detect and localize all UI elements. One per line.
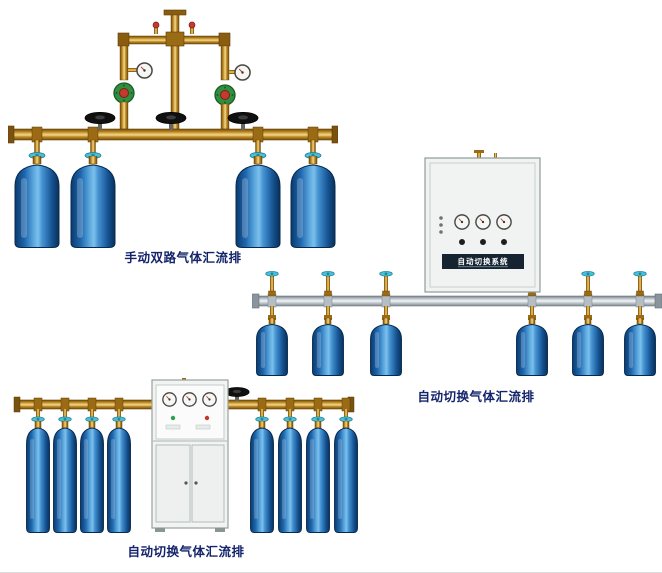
manual-dual-manifold-figure xyxy=(8,6,338,249)
cylinder-bank xyxy=(14,139,336,248)
regulator-icon xyxy=(214,84,236,106)
auto-switch-floor-caption: 自动切换气体汇流排 xyxy=(127,545,245,559)
cylinder-valve-handle-icon xyxy=(633,271,647,277)
cylinder-valve-handle-icon xyxy=(255,416,269,423)
cylinder-station xyxy=(107,409,131,533)
pressure-gauge-icon xyxy=(475,214,491,230)
cylinder-station xyxy=(334,409,358,533)
gas-cylinder xyxy=(26,421,50,533)
cylinder-station xyxy=(250,409,274,533)
cylinder-valve-handle-icon xyxy=(265,271,279,277)
cylinder-station xyxy=(80,409,104,533)
handwheel-icon xyxy=(84,111,116,125)
indicator-light-icon xyxy=(170,415,176,421)
cylinder-station xyxy=(306,409,330,533)
cabinet-door xyxy=(155,444,191,523)
cabinet-nameplate xyxy=(442,254,524,269)
cylinder-station xyxy=(278,409,302,533)
cylinder-station xyxy=(370,271,402,376)
gas-cylinder xyxy=(370,318,402,376)
gas-cylinder xyxy=(107,421,131,533)
cylinder-valve-handle-icon xyxy=(339,416,353,423)
control-knob-icon xyxy=(480,239,486,245)
cylinder-valve-handle-icon xyxy=(283,416,297,423)
pressure-gauge-icon xyxy=(136,62,153,79)
control-cabinet xyxy=(151,378,229,532)
cylinder-valve-handle-icon xyxy=(31,416,45,423)
gas-cylinder xyxy=(70,156,116,248)
cylinder-valve-handle-icon xyxy=(581,271,595,277)
door-knob-icon xyxy=(194,481,198,485)
gas-cylinder xyxy=(278,421,302,533)
gas-cylinder xyxy=(312,318,344,376)
control-knob-icon xyxy=(501,239,507,245)
cylinder-station xyxy=(624,271,656,376)
pressure-gauge-icon xyxy=(162,392,177,407)
cylinder-valve-handle-icon xyxy=(58,416,72,423)
gas-cylinder xyxy=(14,156,60,248)
cylinder-station xyxy=(26,409,50,533)
gas-cylinder xyxy=(80,421,104,533)
gas-cylinder xyxy=(572,318,604,376)
cylinder-station xyxy=(256,271,288,376)
cylinder-valve-handle-icon xyxy=(85,416,99,423)
cylinder-valve-handle-icon xyxy=(379,271,393,277)
control-knob-icon xyxy=(459,239,465,245)
gas-cylinder xyxy=(53,421,77,533)
pressure-gauge-icon xyxy=(202,392,217,407)
control-cabinet: 自动切换系统 xyxy=(424,150,541,293)
shutoff-knob-icon xyxy=(188,21,196,29)
header-pipe-assembly xyxy=(113,9,251,130)
cylinder-station xyxy=(53,409,77,533)
cabinet-nameplate-text: 自动切换系统 xyxy=(458,256,509,266)
manual-dual-manifold-caption: 手动双路气体汇流排 xyxy=(124,251,242,265)
cylinder-valve-handle-icon xyxy=(321,271,335,277)
cylinder-station xyxy=(312,271,344,376)
gas-cylinder xyxy=(256,318,288,376)
cylinder-station xyxy=(572,271,604,376)
gas-cylinder xyxy=(306,421,330,533)
cylinder-valve-handle-icon xyxy=(311,416,325,423)
cylinder-bank xyxy=(26,409,358,533)
handwheel-icon xyxy=(155,111,187,125)
silver-manifold-pipe xyxy=(252,293,662,309)
handwheel-icon xyxy=(227,111,259,125)
door-knob-icon xyxy=(184,481,188,485)
gas-cylinder xyxy=(334,421,358,533)
pressure-gauge-icon xyxy=(234,64,251,81)
pressure-gauge-icon xyxy=(454,214,470,230)
auto-switch-floor-figure xyxy=(10,378,358,536)
shutoff-knob-icon xyxy=(152,21,160,29)
gas-cylinder xyxy=(624,318,656,376)
manual-dual-manifold-illustration xyxy=(8,9,338,248)
auto-switch-wall-figure: 自动切换系统 xyxy=(252,150,662,382)
auto-switch-floor-illustration xyxy=(13,378,358,533)
auto-switch-wall-illustration: 自动切换系统 xyxy=(252,150,662,376)
gas-cylinder xyxy=(250,421,274,533)
auto-switch-wall-caption: 自动切换气体汇流排 xyxy=(417,390,535,404)
indicator-light-icon xyxy=(204,415,210,421)
pressure-gauge-icon xyxy=(496,214,512,230)
cylinder-valve-handle-icon xyxy=(112,416,126,423)
handwheel-valves xyxy=(84,111,259,130)
pressure-gauge-icon xyxy=(182,392,197,407)
gas-cylinder xyxy=(516,318,548,376)
regulator-icon xyxy=(113,82,135,104)
